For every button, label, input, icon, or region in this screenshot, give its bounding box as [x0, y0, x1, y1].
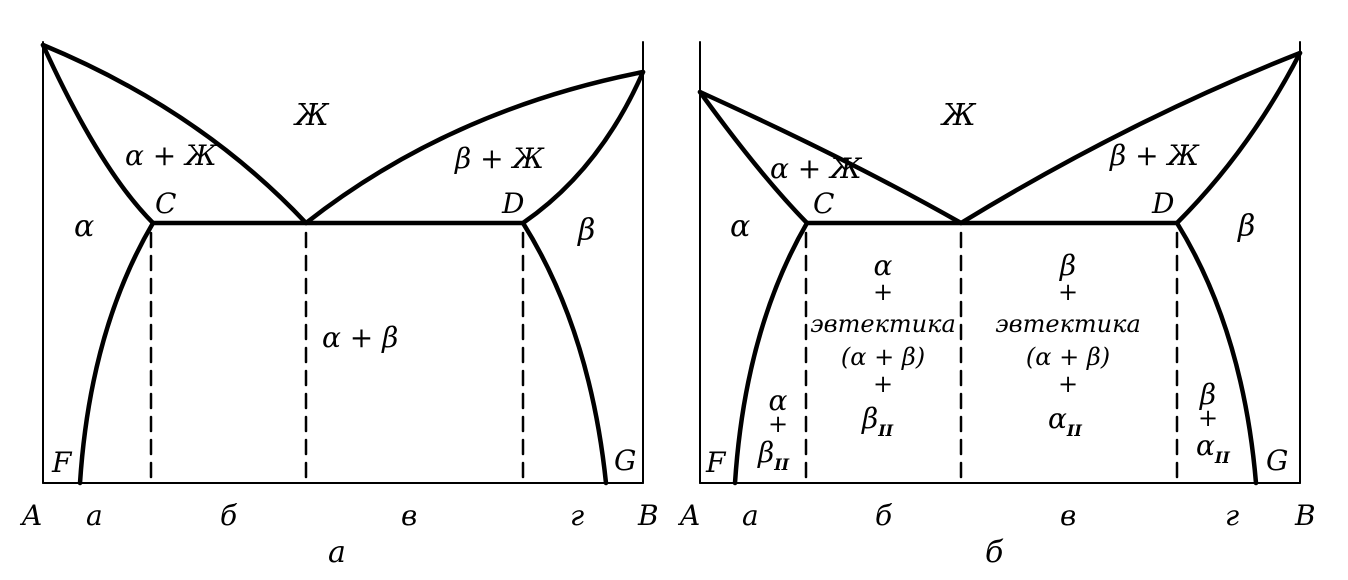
label-alpha-liquid-a: α + Ж [125, 139, 218, 172]
hypo-secondary-sub: II [877, 421, 893, 440]
hyper-line-5: + [1058, 370, 1078, 398]
left-small-secondary-sub: II [773, 455, 789, 474]
section-a-3: в [401, 499, 417, 532]
label-alpha-a: α [74, 209, 94, 244]
solidus-right-b [1174, 50, 1303, 226]
point-g-a: G [614, 444, 636, 477]
solvus-left-b [732, 220, 810, 486]
solidus-left-a [40, 42, 156, 226]
label-alpha-beta-a: α + β [322, 321, 398, 354]
liquidus-right-a [303, 69, 646, 226]
right-small-secondary-base: α [1196, 429, 1215, 462]
diagram-a: Ж α + Ж β + Ж C D α β α + β F G A а б в … [19, 41, 659, 570]
solvus-right-b [1174, 220, 1259, 486]
caption-b: б [985, 535, 1004, 570]
hyper-secondary: αII [1048, 402, 1082, 440]
right-small-secondary: αII [1196, 429, 1230, 467]
label-beta-a: β [577, 213, 595, 248]
label-beta-liquid-a: β + Ж [454, 142, 545, 175]
hypo-line-1: α [874, 249, 893, 282]
axis-label-b-right: B [1294, 499, 1316, 532]
left-small-secondary: βII [757, 436, 790, 474]
solidus-left-b [697, 89, 810, 226]
liquidus-left-b [697, 89, 964, 226]
liquidus-right-b [958, 50, 1303, 226]
hyper-line-1: β [1059, 249, 1076, 282]
right-small-line-1: β [1199, 378, 1216, 411]
left-small-line-1: α [769, 384, 788, 417]
point-g-b: G [1266, 444, 1288, 477]
point-c-a: C [155, 187, 176, 220]
hypo-line-2: + [873, 278, 893, 306]
left-small-line-2: + [768, 410, 788, 438]
hyper-secondary-base: α [1048, 402, 1067, 435]
point-d-a: D [501, 187, 524, 220]
hyper-line-4: (α + β) [1026, 343, 1110, 371]
left-small-secondary-base: β [757, 436, 774, 469]
hypo-secondary-base: β [861, 402, 878, 435]
label-alpha-liquid-b: α + Ж [770, 152, 863, 185]
diagram-b: Ж α + Ж β + Ж C D α β α + эвтектика (α +… [677, 41, 1316, 570]
section-b-1: а [742, 499, 759, 532]
section-a-1: а [86, 499, 103, 532]
section-b-3: в [1060, 499, 1076, 532]
hypo-line-4: (α + β) [841, 343, 925, 371]
hypo-secondary: βII [861, 402, 894, 440]
right-small-line-2: + [1198, 404, 1218, 432]
point-c-b: C [813, 187, 834, 220]
hypo-line-3: эвтектика [810, 310, 956, 338]
section-b-2: б [875, 499, 893, 532]
point-f-b: F [705, 446, 727, 479]
caption-a: а [328, 535, 346, 570]
solidus-right-a [520, 69, 646, 226]
label-alpha-b: α [730, 209, 750, 244]
axis-label-a-right: B [637, 499, 659, 532]
point-d-b: D [1151, 187, 1174, 220]
hyper-line-3: эвтектика [995, 310, 1141, 338]
section-b-4: г [1225, 499, 1239, 532]
solvus-left-a [77, 220, 156, 486]
section-a-4: г [570, 499, 584, 532]
section-a-2: б [220, 499, 238, 532]
label-liquid-b: Ж [940, 98, 977, 133]
liquidus-left-a [40, 42, 309, 226]
label-beta-b: β [1237, 209, 1255, 244]
hyper-line-2: + [1058, 278, 1078, 306]
solvus-right-a [520, 220, 609, 486]
hyper-secondary-sub: II [1066, 421, 1082, 440]
label-beta-liquid-b: β + Ж [1109, 139, 1200, 172]
point-f-a: F [51, 446, 73, 479]
right-small-secondary-sub: II [1214, 448, 1230, 467]
axis-label-b-left: A [677, 499, 700, 532]
label-liquid-a: Ж [293, 98, 330, 133]
axis-label-a-left: A [19, 499, 42, 532]
hypo-line-5: + [873, 370, 893, 398]
